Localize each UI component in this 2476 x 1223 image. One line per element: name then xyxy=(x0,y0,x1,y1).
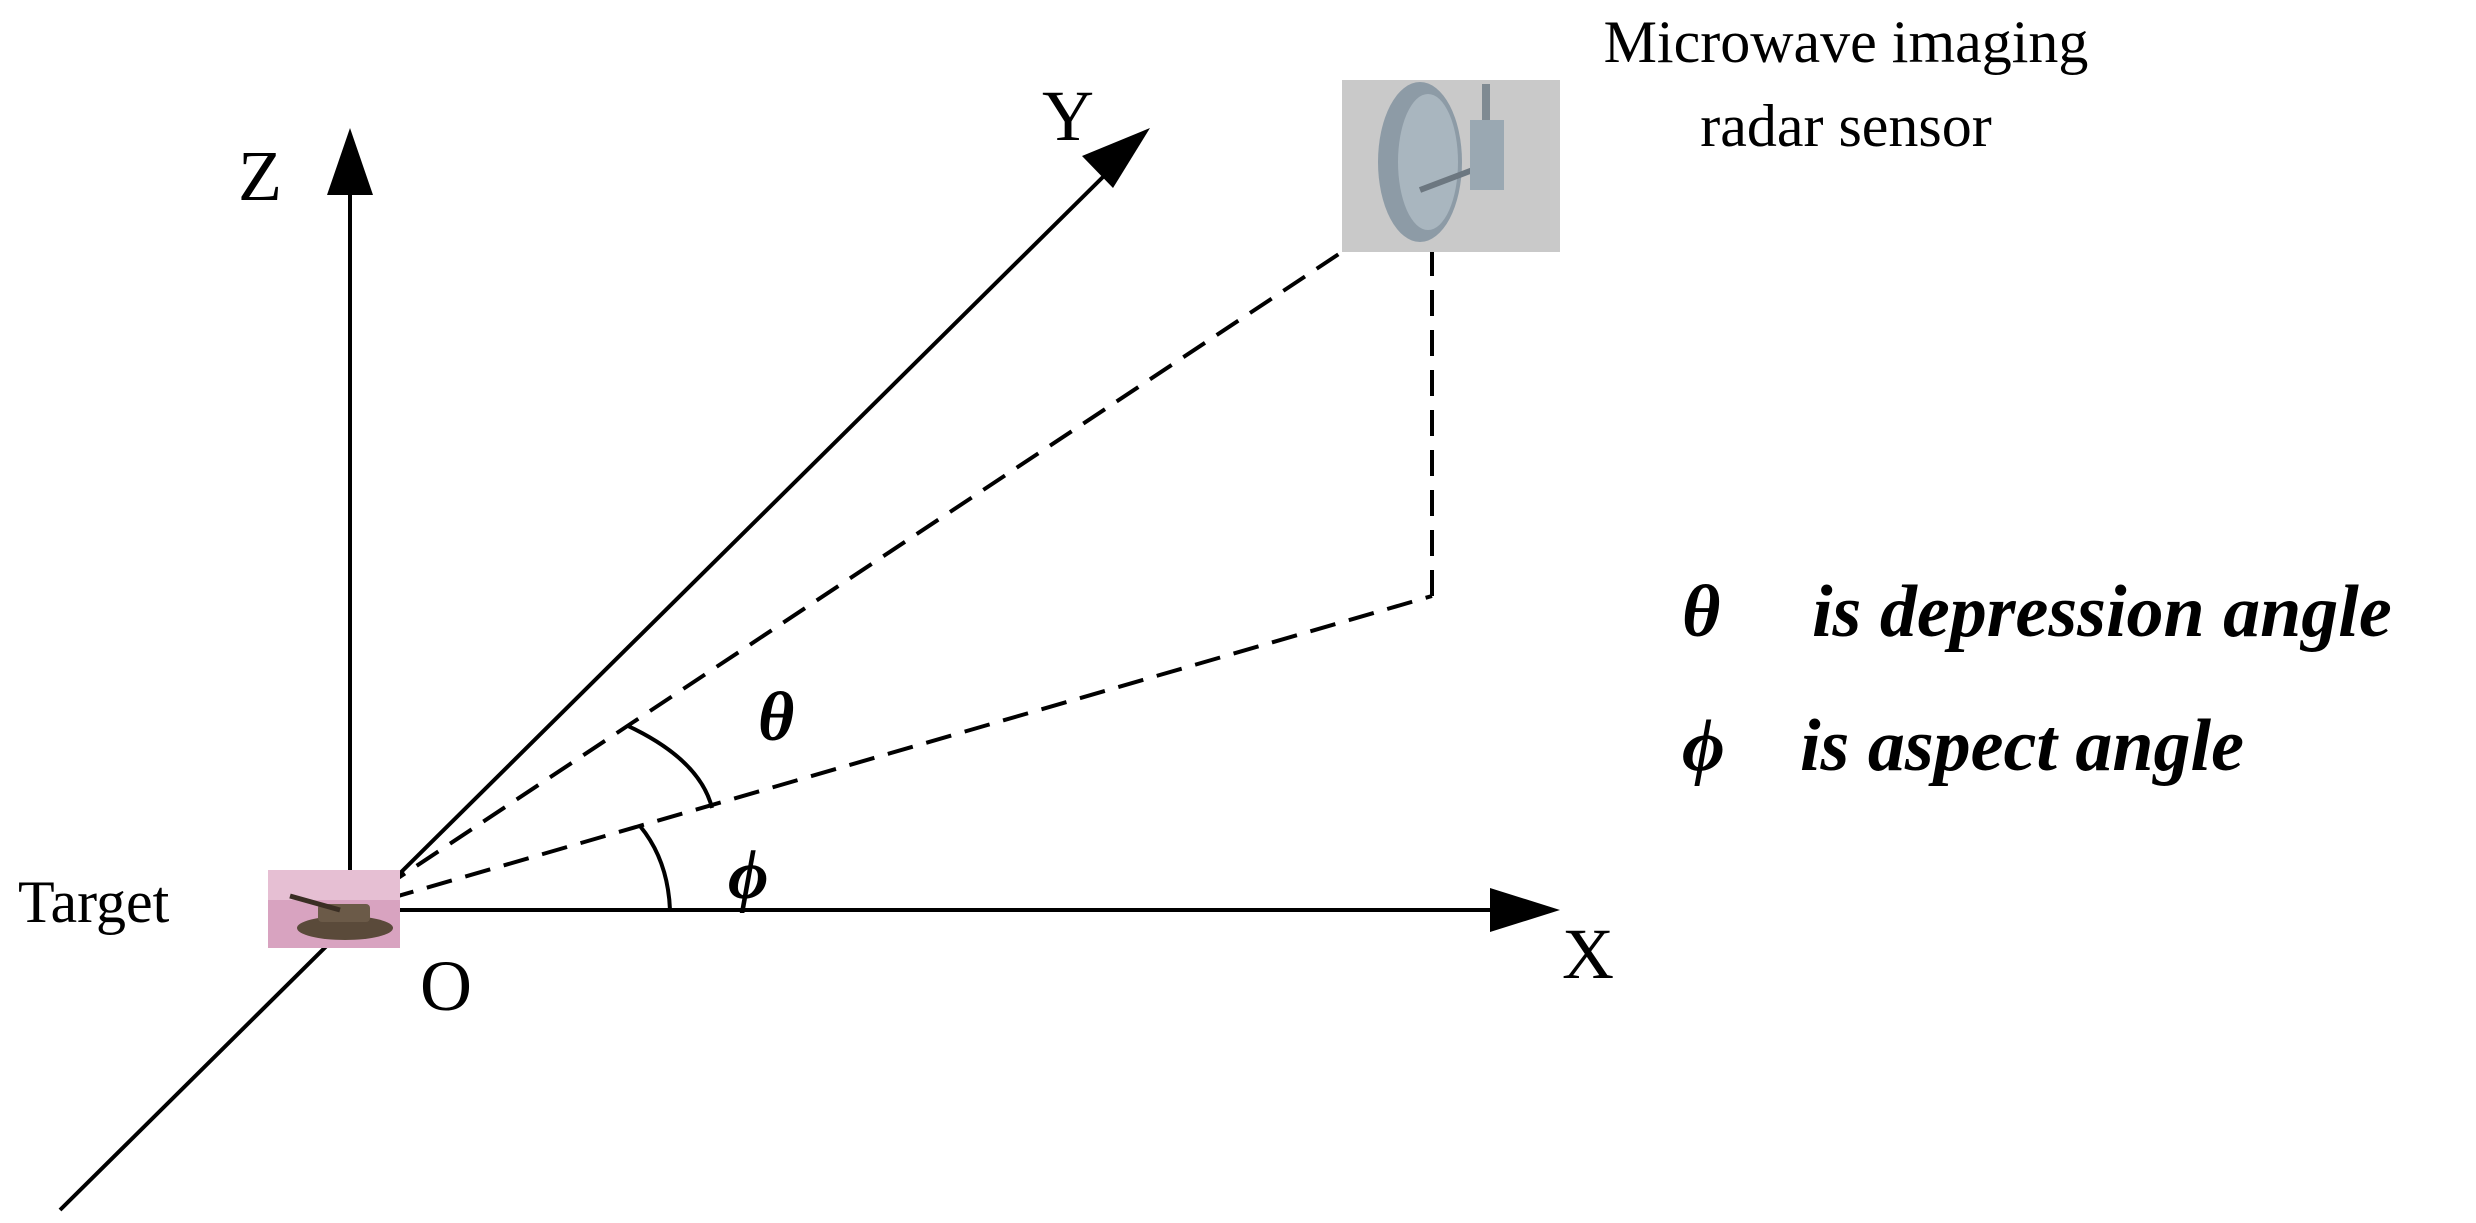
y-axis xyxy=(58,168,1112,1212)
y-axis-label: Y xyxy=(1042,76,1094,156)
theta-angle-label: θ xyxy=(758,679,794,756)
theta-arc xyxy=(627,724,714,809)
line-of-sight xyxy=(348,238,1362,912)
target-label: Target xyxy=(18,869,170,935)
sensor-label-line2: radar sensor xyxy=(1700,93,1992,159)
z-axis-arrowhead xyxy=(327,128,373,195)
sensor-label-line1: Microwave imaging xyxy=(1604,9,2089,75)
ground-projection xyxy=(349,594,1433,912)
phi-angle-label: ϕ xyxy=(728,837,769,914)
target-image xyxy=(268,870,400,948)
legend-theta-text: is depression angle xyxy=(1812,571,2392,653)
z-axis-label: Z xyxy=(238,136,282,216)
legend-phi-text: is aspect angle xyxy=(1800,705,2244,787)
radar-sensor-image xyxy=(1342,80,1560,252)
legend-theta-symbol: θ xyxy=(1682,571,1720,653)
origin-label: O xyxy=(420,946,472,1026)
x-axis-label: X xyxy=(1562,914,1614,994)
phi-arc xyxy=(638,824,672,911)
x-axis-arrowhead xyxy=(1490,888,1560,932)
legend: θ is depression angle ϕ is aspect angle xyxy=(1682,571,2392,787)
y-axis-arrowhead xyxy=(1082,128,1150,188)
legend-phi-symbol: ϕ xyxy=(1682,705,1725,787)
